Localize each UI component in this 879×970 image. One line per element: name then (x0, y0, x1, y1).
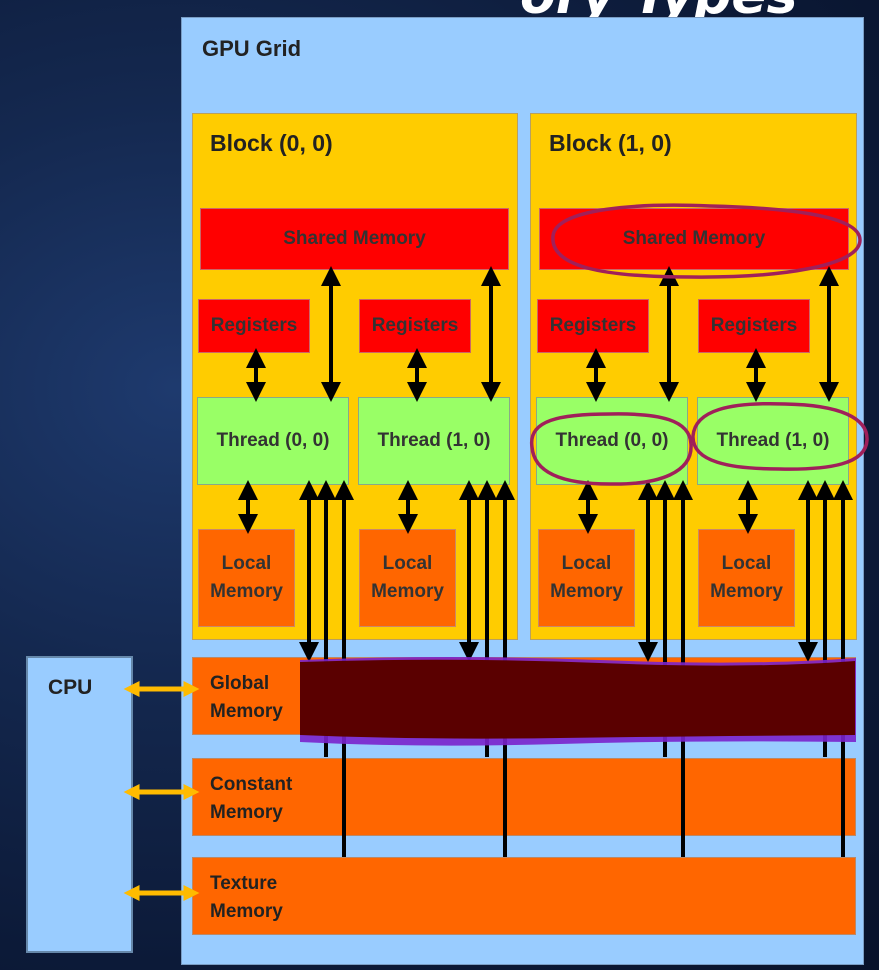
annotation-circle (691, 401, 869, 471)
thread-b0-t1: Thread (1, 0) (358, 397, 510, 485)
block-0-0-label: Block (0, 0) (210, 130, 333, 156)
registers-b0-t0: Registers (198, 299, 310, 353)
texture-memory: Texture Memory (192, 857, 856, 935)
local-memory-b0-t1: Local Memory (359, 529, 456, 627)
cpu-label: CPU (48, 676, 93, 699)
block-1-arrows (578, 266, 839, 662)
annotation-circle (551, 203, 862, 279)
cpu-box: CPU (26, 656, 133, 953)
redaction-mark (300, 657, 856, 746)
constant-memory: Constant Memory (192, 758, 856, 836)
block-1-0-label: Block (1, 0) (549, 130, 672, 156)
shared-memory-block-0: Shared Memory (200, 208, 509, 270)
local-memory-b0-t0: Local Memory (198, 529, 295, 627)
cpu-arrows (123, 680, 200, 902)
annotation-circle (530, 412, 693, 486)
registers-b1-t0: Registers (537, 299, 649, 353)
thread-b1-t0: Thread (0, 0) (536, 397, 688, 485)
local-memory-b1-t0: Local Memory (538, 529, 635, 627)
annotation-circles (530, 203, 869, 486)
thread-b0-t0: Thread (0, 0) (197, 397, 349, 485)
constant-memory-label: Constant Memory (210, 774, 293, 823)
global-memory-label: Global Memory (210, 673, 283, 722)
shared-memory-block-1: Shared Memory (539, 208, 849, 270)
gpu-grid-label: GPU Grid (202, 36, 302, 61)
registers-b1-t1: Registers (698, 299, 810, 353)
local-memory-b1-t1: Local Memory (698, 529, 795, 627)
block-0-arrows (238, 266, 501, 662)
texture-memory-label: Texture Memory (210, 873, 283, 922)
